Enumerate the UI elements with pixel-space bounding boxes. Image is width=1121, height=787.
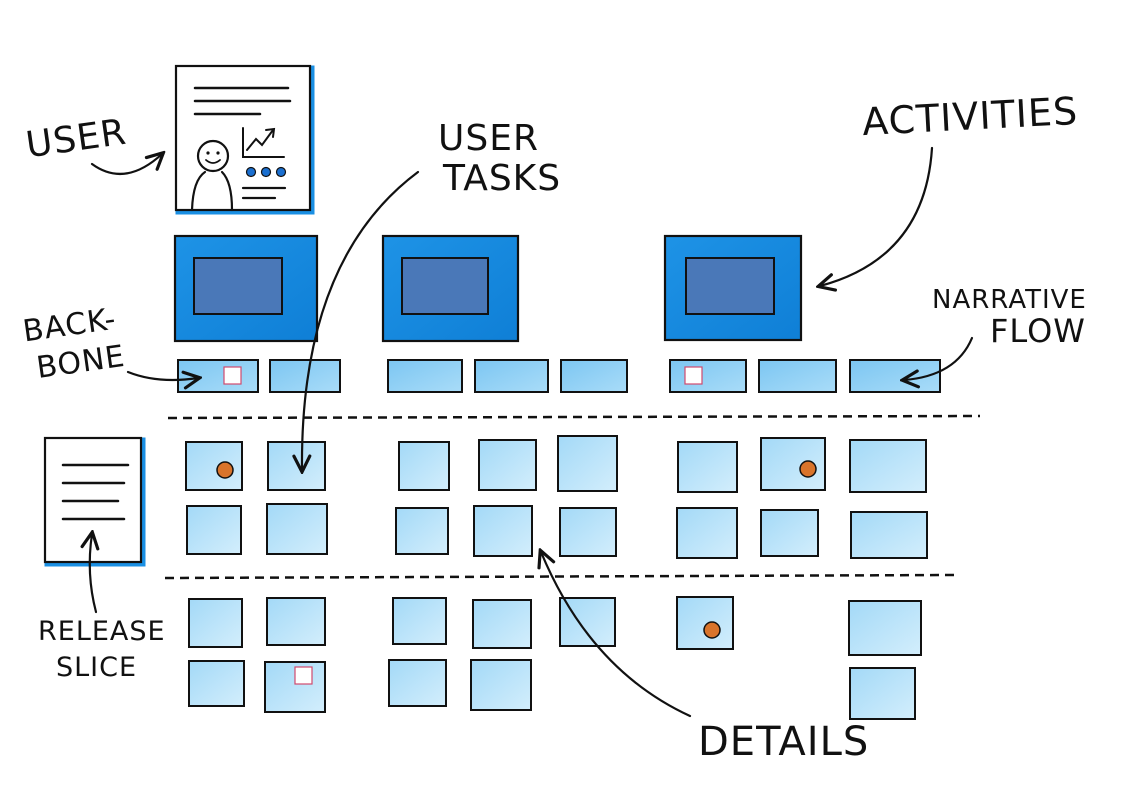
priority-dot-icon [703, 621, 721, 639]
detail-card [849, 667, 916, 720]
detail-card [470, 659, 532, 711]
detail-card [677, 441, 738, 493]
dots-icon [245, 166, 287, 178]
detail-card [188, 660, 245, 707]
sticky-note-icon [684, 366, 703, 385]
user-arrow [90, 154, 162, 176]
label-user-tasks-2: TASKS [442, 158, 561, 199]
user-task-cards [177, 359, 941, 393]
detail-card [478, 439, 537, 491]
task-card [269, 359, 341, 393]
detail-card [267, 441, 326, 491]
backbone-arrow [126, 372, 198, 380]
detail-card [266, 597, 326, 646]
chart-icon [242, 127, 285, 158]
label-release: RELEASE [38, 616, 166, 647]
detail-card [849, 439, 927, 493]
label-activities: ACTIVITIES [861, 89, 1079, 144]
label-user: USER [23, 112, 129, 167]
detail-card [186, 505, 242, 555]
label-details: DETAILS [698, 719, 869, 765]
label-flow: FLOW [990, 312, 1086, 350]
task-card [669, 359, 747, 393]
release-slice-arrow [90, 534, 96, 614]
detail-card [760, 509, 819, 557]
release-document [43, 436, 146, 567]
detail-card [850, 511, 928, 559]
backbone-divider [167, 414, 981, 420]
detail-card [388, 659, 447, 707]
details-arrow [541, 552, 692, 718]
sticky-note-icon [223, 366, 242, 385]
label-user-tasks-1: USER [438, 118, 539, 159]
activity-card-3 [663, 234, 803, 342]
person-icon [190, 139, 234, 212]
detail-card [185, 441, 243, 491]
detail-card [472, 599, 532, 649]
detail-card [188, 598, 243, 648]
detail-card [557, 435, 618, 492]
narrative-flow-arrow [904, 336, 974, 380]
detail-card [392, 597, 447, 645]
sticky-note-icon [294, 666, 313, 685]
detail-card [760, 437, 826, 491]
detail-card [848, 600, 922, 656]
detail-card [473, 505, 533, 557]
task-card [474, 359, 549, 393]
detail-card [676, 596, 734, 650]
label-narrative: NARRATIVE [932, 285, 1087, 315]
task-card [177, 359, 259, 393]
detail-card [559, 507, 617, 557]
priority-dot-icon [216, 461, 234, 479]
task-card [560, 359, 628, 393]
task-card [387, 359, 463, 393]
activity-card-2 [381, 234, 520, 343]
activities-arrow [820, 146, 934, 286]
priority-dot-icon [799, 460, 817, 478]
user-persona-card [174, 64, 315, 215]
user-tasks-arrow [302, 170, 420, 470]
detail-card [398, 441, 450, 491]
detail-card [266, 503, 328, 555]
detail-card [395, 507, 449, 555]
task-card [758, 359, 837, 393]
activity-card-1 [173, 234, 319, 343]
detail-card [676, 507, 738, 559]
label-slice: SLICE [56, 652, 137, 683]
release-slice-divider [164, 573, 956, 580]
